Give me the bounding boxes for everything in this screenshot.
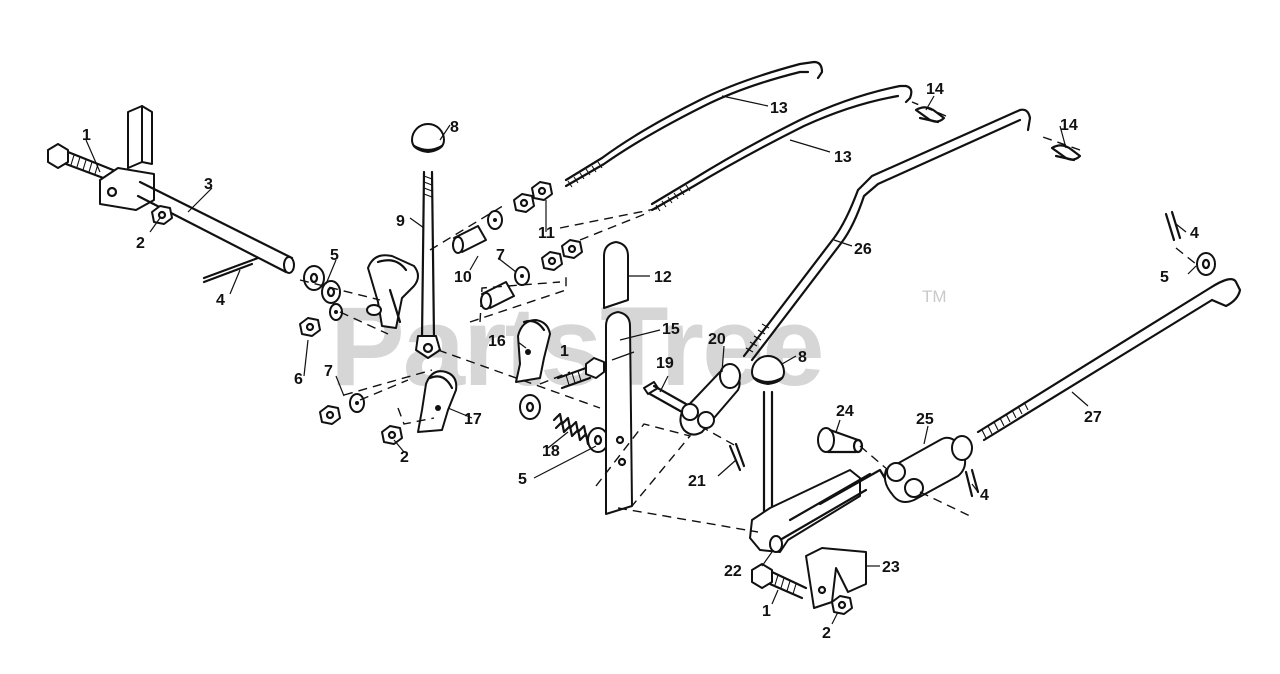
- part-pivot-lever-upper[interactable]: [366, 254, 419, 329]
- part-15-shift-plate[interactable]: [605, 311, 633, 515]
- callout-21: 21: [688, 473, 706, 490]
- callout-1-bottom: 1: [762, 603, 771, 620]
- part-24-clevis-pin[interactable]: [817, 427, 864, 454]
- part-20-clevis[interactable]: [679, 363, 741, 436]
- part-23-bracket[interactable]: [805, 547, 867, 609]
- watermark-trademark: TM: [922, 287, 947, 306]
- part-14-clip-right[interactable]: [1050, 144, 1082, 162]
- part-1-bolt-bottom[interactable]: [751, 563, 808, 600]
- callout-8-left: 8: [450, 119, 459, 136]
- callout-27: 27: [1084, 409, 1102, 426]
- part-2-nut-middle[interactable]: [381, 425, 403, 445]
- part-26-rod-long[interactable]: [742, 108, 1032, 362]
- part-3-shaft[interactable]: [136, 180, 295, 274]
- callout-20: 20: [708, 331, 726, 348]
- callout-9: 9: [396, 213, 405, 230]
- part-25-clevis-right[interactable]: [883, 435, 973, 503]
- part-2-nut-bottom[interactable]: [831, 595, 853, 615]
- callout-7-left: 7: [324, 363, 333, 380]
- assembly-dash-lines: [299, 101, 1197, 533]
- part-2-nut-left[interactable]: [151, 205, 173, 225]
- part-12-plate-small[interactable]: [603, 241, 629, 309]
- callout-19: 19: [656, 355, 674, 372]
- part-7-washer-lower[interactable]: [349, 393, 365, 413]
- part-8-knob-left[interactable]: [411, 123, 445, 153]
- part-4-cotter-pin-clevis[interactable]: [964, 468, 980, 498]
- part-7-washer-middle[interactable]: [487, 210, 503, 230]
- part-9-shift-rod[interactable]: [415, 170, 441, 359]
- callout-4-right: 4: [1190, 225, 1199, 242]
- watermark-text: PartsTree: [330, 284, 823, 409]
- callout-13-middle: 13: [834, 149, 852, 166]
- part-27-rod-right[interactable]: [976, 278, 1242, 442]
- callout-2-left: 2: [136, 235, 145, 252]
- callout-22: 22: [724, 563, 742, 580]
- callout-11: 11: [538, 225, 555, 242]
- part-6-nut-lower[interactable]: [319, 405, 341, 425]
- part-7-washer-right[interactable]: [514, 266, 530, 286]
- callout-1-middle: 1: [560, 343, 569, 360]
- callout-18: 18: [542, 443, 560, 460]
- callout-leader-lines: [85, 95, 1197, 625]
- part-5-washer-second[interactable]: [321, 280, 341, 304]
- part-13-rod-middle[interactable]: [650, 84, 913, 212]
- part-10-spacer-lower[interactable]: [480, 281, 515, 310]
- part-11-nut-d[interactable]: [561, 239, 583, 259]
- callout-4-left: 4: [216, 292, 225, 309]
- callout-12: 12: [654, 269, 672, 286]
- part-16-detent-bracket[interactable]: [515, 319, 551, 383]
- callout-13-upper: 13: [770, 100, 788, 117]
- part-11-nut-a[interactable]: [513, 193, 535, 213]
- part-4-cotter-pin-shaft[interactable]: [202, 256, 260, 284]
- callout-labels: 1 1 1 2 2 2 3 4 4 4 5 5 5 6 7 7 8 8 9 10…: [82, 81, 1199, 642]
- callout-25: 25: [916, 411, 934, 428]
- part-14-clip-upper[interactable]: [914, 106, 946, 124]
- part-17-pivot-lower[interactable]: [417, 370, 458, 433]
- callout-26: 26: [854, 241, 872, 258]
- part-11-nut-c[interactable]: [541, 251, 563, 271]
- part-6-nut-upper[interactable]: [299, 317, 321, 337]
- part-7-washer-small[interactable]: [329, 303, 343, 321]
- callout-17: 17: [464, 411, 482, 428]
- part-shaft-bracket-left[interactable]: [99, 105, 155, 211]
- part-19-pin[interactable]: [643, 381, 688, 414]
- part-5-washer-upper[interactable]: [303, 265, 325, 291]
- part-22-shift-lever[interactable]: [749, 390, 888, 553]
- callout-4-clevis: 4: [980, 487, 989, 504]
- callout-2-bottom: 2: [822, 625, 831, 642]
- callout-14-upper: 14: [926, 81, 944, 98]
- callout-16: 16: [488, 333, 506, 350]
- callout-7-middle: 7: [496, 247, 505, 264]
- callout-5-right: 5: [1160, 269, 1169, 286]
- callout-6: 6: [294, 371, 303, 388]
- part-11-nut-b[interactable]: [531, 181, 553, 201]
- callout-1-left: 1: [82, 127, 91, 144]
- callout-5-upper: 5: [330, 247, 339, 264]
- part-18-spring[interactable]: [552, 412, 590, 446]
- callout-14-right: 14: [1060, 117, 1078, 134]
- part-5-washer-right[interactable]: [1196, 252, 1216, 276]
- callout-8-right: 8: [798, 349, 807, 366]
- part-5-washer-bottom[interactable]: [519, 394, 541, 420]
- part-10-spacer-upper[interactable]: [452, 225, 487, 254]
- callout-24: 24: [836, 403, 854, 420]
- part-1-bolt-middle[interactable]: [556, 357, 605, 390]
- callout-2-middle: 2: [400, 449, 409, 466]
- part-13-rod-upper[interactable]: [564, 60, 824, 188]
- callout-15: 15: [662, 321, 680, 338]
- part-4-cotter-pin-right[interactable]: [1164, 210, 1182, 242]
- callout-3: 3: [204, 176, 213, 193]
- callout-5-lower: 5: [518, 471, 527, 488]
- part-21-cotter-pin[interactable]: [728, 442, 746, 472]
- part-8-knob-right[interactable]: [751, 355, 785, 385]
- callout-23: 23: [882, 559, 900, 576]
- callout-10: 10: [454, 269, 472, 286]
